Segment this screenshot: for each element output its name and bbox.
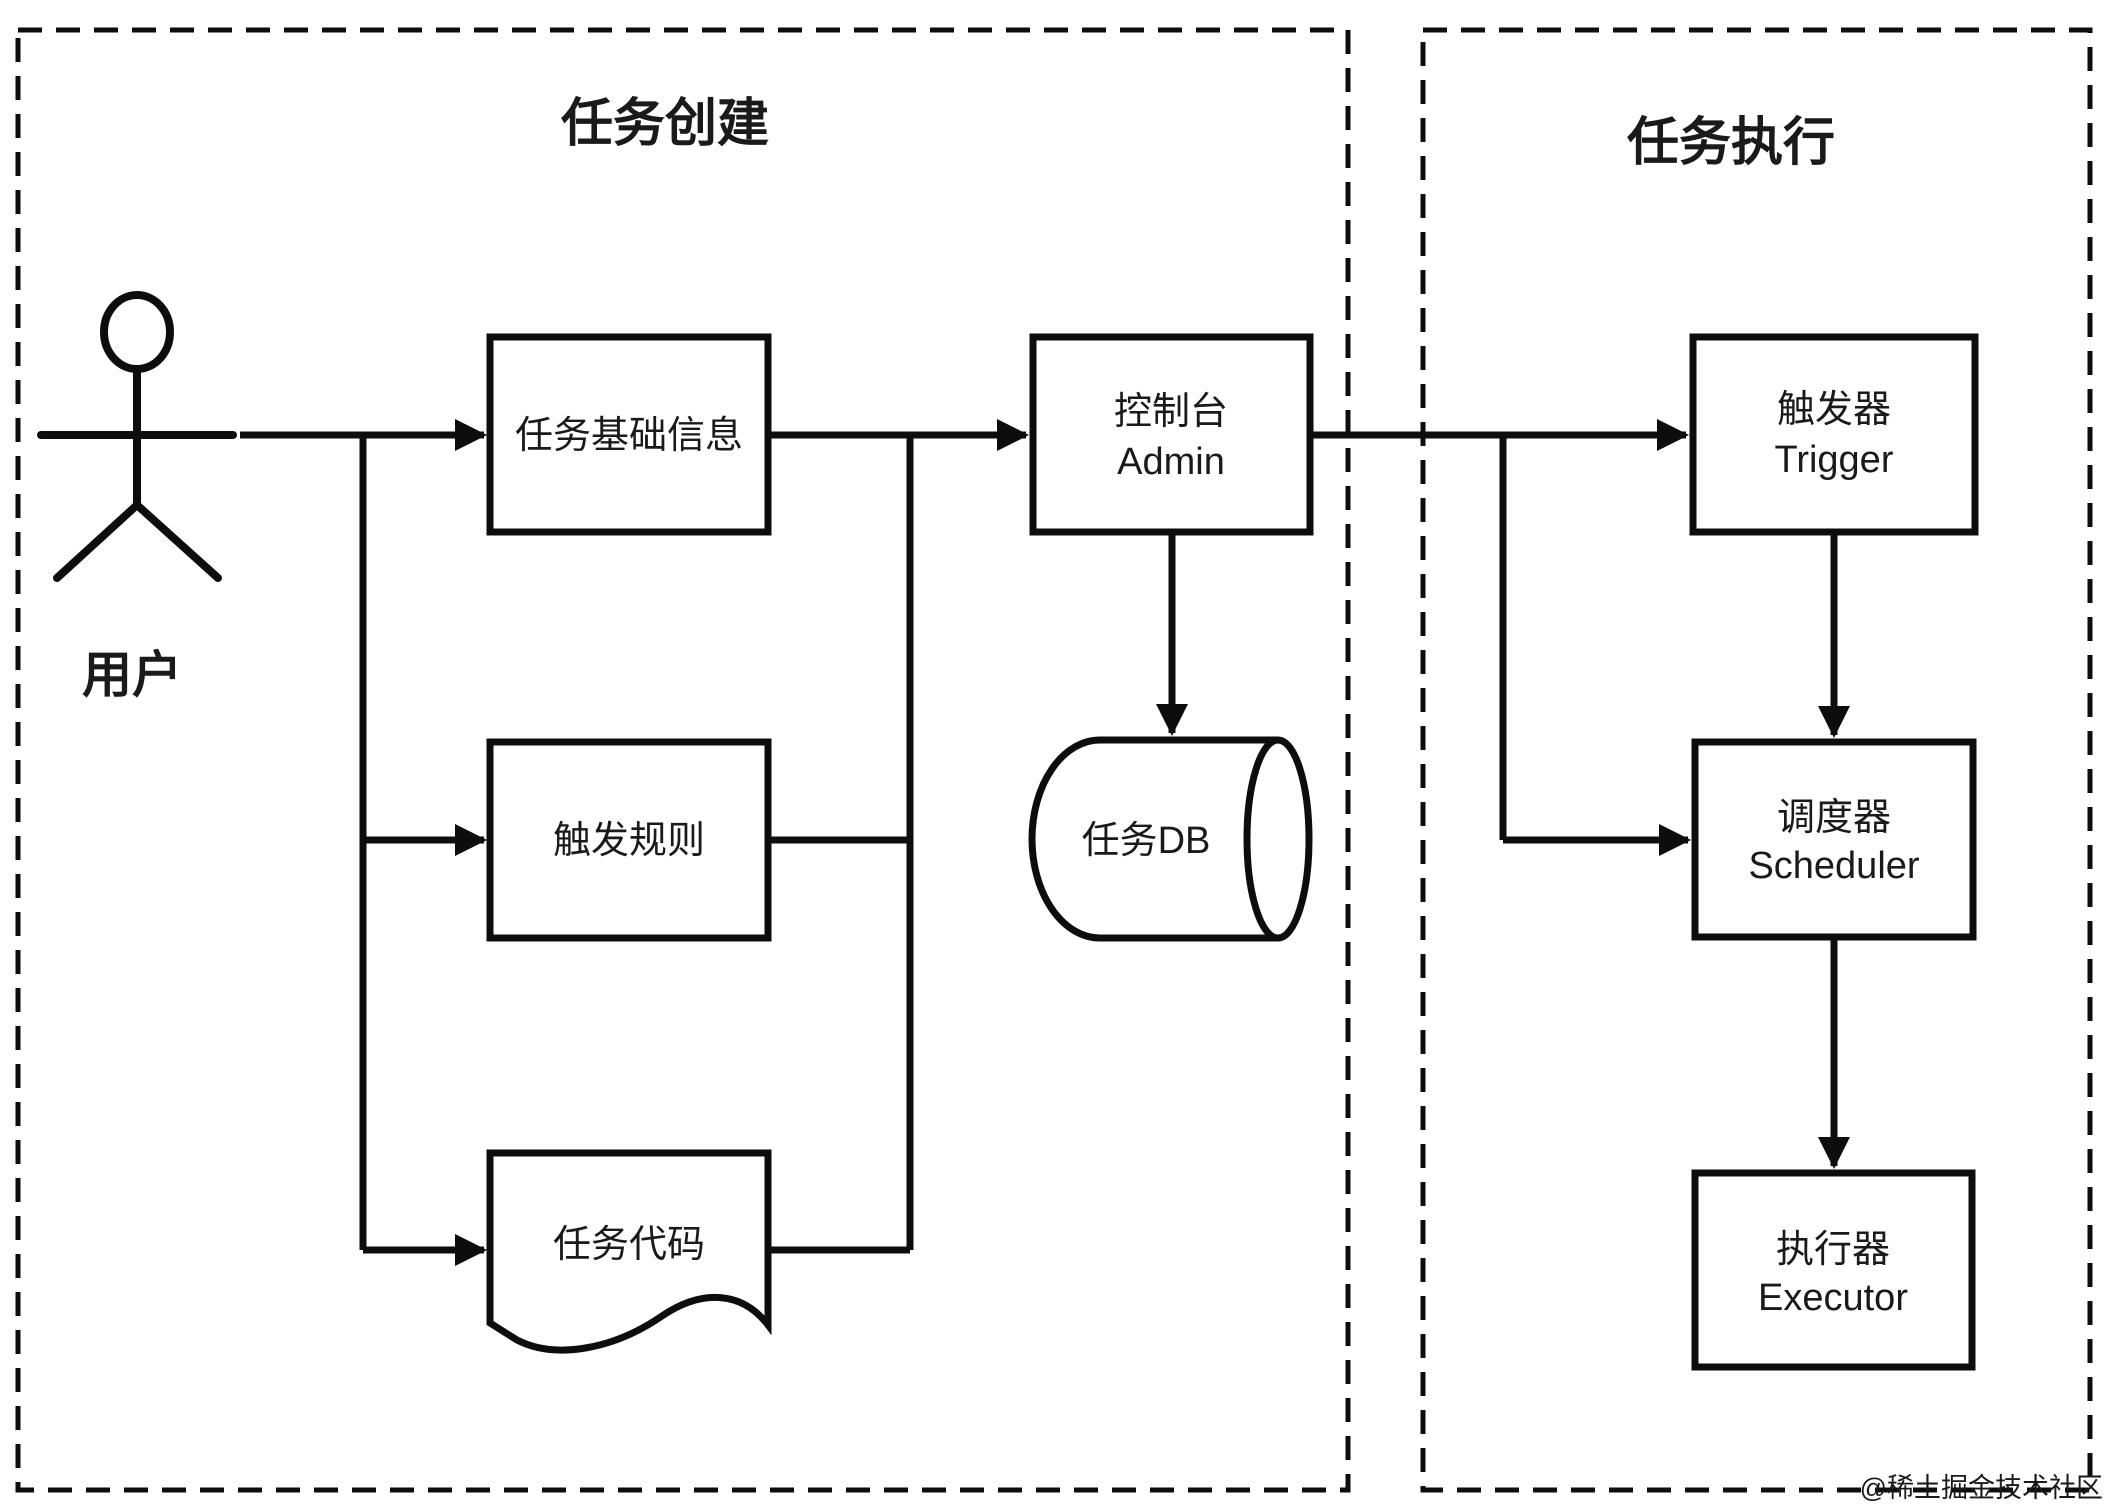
node-trigger-label-en: Trigger: [1775, 439, 1894, 481]
node-trigger-rule-label: 触发规则: [553, 820, 705, 862]
node-task-code-label: 任务代码: [553, 1224, 705, 1266]
task-creation-zone-border: [15, 27, 1351, 1493]
node-basic-info: 任务基础信息: [486, 333, 772, 536]
node-executor-label-en: Executor: [1758, 1277, 1908, 1319]
node-scheduler: 调度器 Scheduler: [1691, 738, 1977, 941]
user-actor-icon: [37, 291, 237, 582]
node-scheduler-label-zh: 调度器: [1777, 797, 1891, 839]
node-task-db-cylinder: 任务DB: [1028, 736, 1313, 942]
node-admin-label-zh: 控制台: [1114, 391, 1228, 433]
node-executor-label-zh: 执行器: [1776, 1229, 1890, 1271]
node-scheduler-label-en: Scheduler: [1748, 845, 1919, 887]
node-executor: 执行器 Executor: [1691, 1169, 1976, 1371]
watermark-text: @稀土掘金技术社区: [1860, 1473, 2103, 1503]
node-trigger: 触发器 Trigger: [1689, 333, 1979, 536]
node-trigger-label-zh: 触发器: [1777, 389, 1891, 431]
node-admin-console: 控制台 Admin: [1029, 333, 1314, 536]
task-creation-zone-title: 任务创建: [561, 95, 769, 153]
node-trigger-rule: 触发规则: [486, 738, 772, 942]
node-task-code-document: 任务代码: [486, 1149, 772, 1354]
user-actor-label: 用户: [82, 647, 182, 703]
node-task-db-label: 任务DB: [1082, 820, 1211, 862]
node-admin-label-en: Admin: [1117, 441, 1225, 483]
node-basic-info-label: 任务基础信息: [515, 415, 743, 457]
task-execution-zone-title: 任务执行: [1627, 114, 1835, 172]
